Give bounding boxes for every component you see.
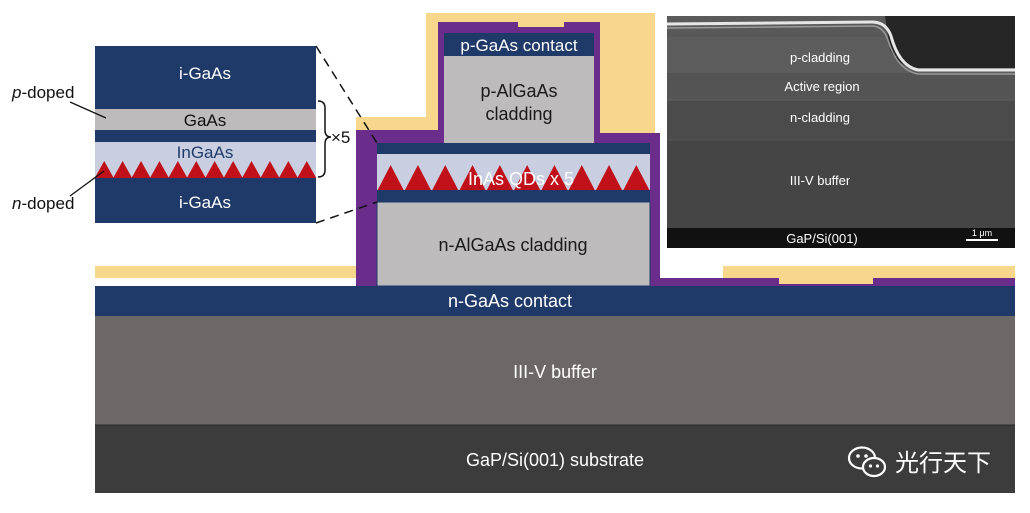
substrate-layer <box>95 425 1015 493</box>
p-contact-layer <box>444 33 594 56</box>
inset-bottom-layer <box>95 178 316 223</box>
n-cladding-label: n-AlGaAs cladding <box>438 235 587 255</box>
repeat-label: ×5 <box>331 128 350 147</box>
n-doped-label: n-doped <box>12 194 74 213</box>
sem-scale-label: 1 μm <box>972 228 992 238</box>
quantum-dot <box>623 165 650 190</box>
quantum-dot <box>596 165 623 190</box>
quantum-dot <box>514 165 541 190</box>
quantum-dot <box>205 161 225 178</box>
quantum-dot <box>568 165 595 190</box>
p-doped-arrow <box>69 101 107 119</box>
sem-p-cladding-label: p-cladding <box>790 50 850 65</box>
zoom-line-top <box>315 45 378 144</box>
quantum-dot-row <box>377 165 650 190</box>
buffer-layer <box>95 316 1015 425</box>
quantum-dot <box>297 161 317 178</box>
sem-substrate-label: GaP/Si(001) <box>786 231 858 246</box>
inset-top-layer <box>95 46 316 99</box>
quantum-dot <box>486 165 513 190</box>
repeat-brace <box>317 100 332 178</box>
n-contact-layer <box>95 286 1015 316</box>
quantum-dot <box>223 161 243 178</box>
sem-buffer-label: III-V buffer <box>790 173 851 188</box>
quantum-dot <box>459 165 486 190</box>
quantum-dot <box>168 161 188 178</box>
watermark: 光行天下 <box>847 446 991 478</box>
watermark-text: 光行天下 <box>895 450 991 477</box>
active-region-bottom-band <box>377 190 650 202</box>
sem-info-bar <box>667 228 1015 248</box>
gold-top-pad <box>518 13 564 27</box>
quantum-dot <box>113 161 133 178</box>
buffer-label: III-V buffer <box>513 362 597 382</box>
p-cladding-label-2: cladding <box>485 104 552 124</box>
zoom-line-bottom <box>315 201 378 224</box>
inset-quantum-dots <box>94 161 317 178</box>
sem-n-cladding-label: n-cladding <box>790 110 850 125</box>
inset-ingaas-label: InGaAs <box>177 143 234 162</box>
inset-gaas-label: GaAs <box>184 111 227 130</box>
p-contact-label: p-GaAs contact <box>460 36 577 55</box>
p-cladding-label-1: p-AlGaAs <box>480 81 557 101</box>
quantum-dot <box>131 161 151 178</box>
inset-gaas-layer <box>95 109 316 130</box>
gold-right-pad <box>723 266 1015 284</box>
p-cladding-layer <box>444 56 594 143</box>
main-stack: GaP/Si(001) substrate III-V buffer n-GaA… <box>95 13 1015 493</box>
quantum-dot <box>242 161 262 178</box>
quantum-dot <box>404 165 431 190</box>
inset-top-label: i-GaAs <box>179 64 231 83</box>
sem-metal-edge <box>667 20 1015 72</box>
quantum-dot <box>377 165 404 190</box>
substrate-label: GaP/Si(001) substrate <box>466 450 644 470</box>
quantum-dot <box>260 161 280 178</box>
inset-detail: i-GaAs GaAs InGaAs i-GaAs ×5 p-doped n-d… <box>11 46 350 223</box>
sem-image: p-cladding Active region n-cladding III-… <box>667 16 1015 248</box>
inset-ingaas-layer <box>95 142 316 178</box>
quantum-dot <box>186 161 206 178</box>
sem-active-label: Active region <box>784 79 859 94</box>
wechat-icon <box>847 446 887 478</box>
n-doped-arrow <box>69 170 105 197</box>
inset-bottom-label: i-GaAs <box>179 193 231 212</box>
quantum-dot <box>541 165 568 190</box>
active-region-label: InAs QDs x 5 <box>468 169 574 189</box>
quantum-dot <box>432 165 459 190</box>
quantum-dot <box>149 161 169 178</box>
active-region-top-band <box>377 143 650 154</box>
n-contact-label: n-GaAs contact <box>448 291 572 311</box>
quantum-dot <box>278 161 298 178</box>
p-doped-label: p-doped <box>11 83 74 102</box>
